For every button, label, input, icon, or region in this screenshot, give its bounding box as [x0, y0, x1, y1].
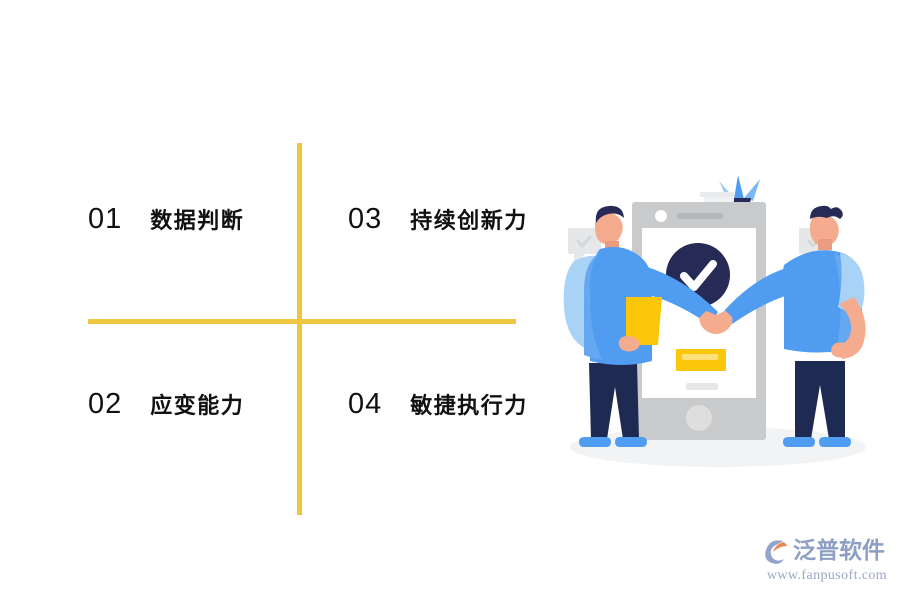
watermark-brand-row: 泛普软件	[762, 533, 892, 567]
vertical-divider	[297, 143, 302, 515]
fanpusoft-logo-icon	[762, 536, 790, 564]
quadrant-item-04: 04 敏捷执行力	[348, 388, 528, 421]
quadrant-label: 数据判断	[150, 208, 245, 233]
quadrant-item-01: 01 数据判断	[88, 203, 244, 236]
watermark-logo: 泛普软件 www.fanpusoft.com	[762, 533, 892, 589]
quadrant-label: 应变能力	[150, 393, 245, 418]
watermark-url-text: www.fanpusoft.com	[766, 568, 888, 583]
quadrant-item-03: 03 持续创新力	[348, 203, 528, 236]
quadrant-number: 04	[348, 388, 383, 420]
person-left	[563, 205, 725, 447]
watermark-brand-text: 泛普软件	[793, 537, 885, 563]
screen-content-card	[648, 332, 750, 398]
quadrant-label: 敏捷执行力	[410, 393, 528, 418]
quadrant-item-02: 02 应变能力	[88, 388, 244, 421]
quadrant-number: 02	[88, 388, 123, 420]
handshake-deal-illustration	[548, 165, 888, 475]
quadrant-number: 01	[88, 203, 123, 235]
horizontal-divider	[88, 319, 516, 324]
quadrant-number: 03	[348, 203, 383, 235]
person-right	[707, 205, 866, 447]
quadrant-label: 持续创新力	[410, 208, 528, 233]
